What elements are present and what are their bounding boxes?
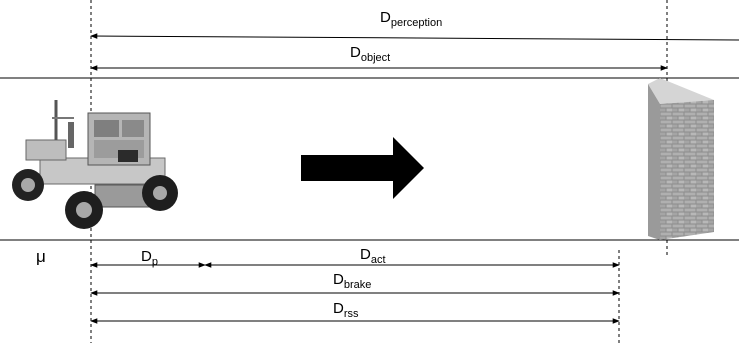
arrow-right-icon [301,137,424,199]
perception-distance-arrow [90,33,739,41]
friction-coefficient-label: μ [36,247,46,266]
p-distance-label: Dp [141,248,158,268]
act-distance-label: Dact [360,246,386,266]
brick-wall-image [648,78,714,240]
brake-distance-label: Dbrake [333,271,371,291]
rss-distance-label: Drss [333,300,359,320]
robot-vehicle-image [12,100,178,229]
perception-distance-label: Dperception [380,9,442,29]
object-distance-label: Dobject [350,44,390,64]
